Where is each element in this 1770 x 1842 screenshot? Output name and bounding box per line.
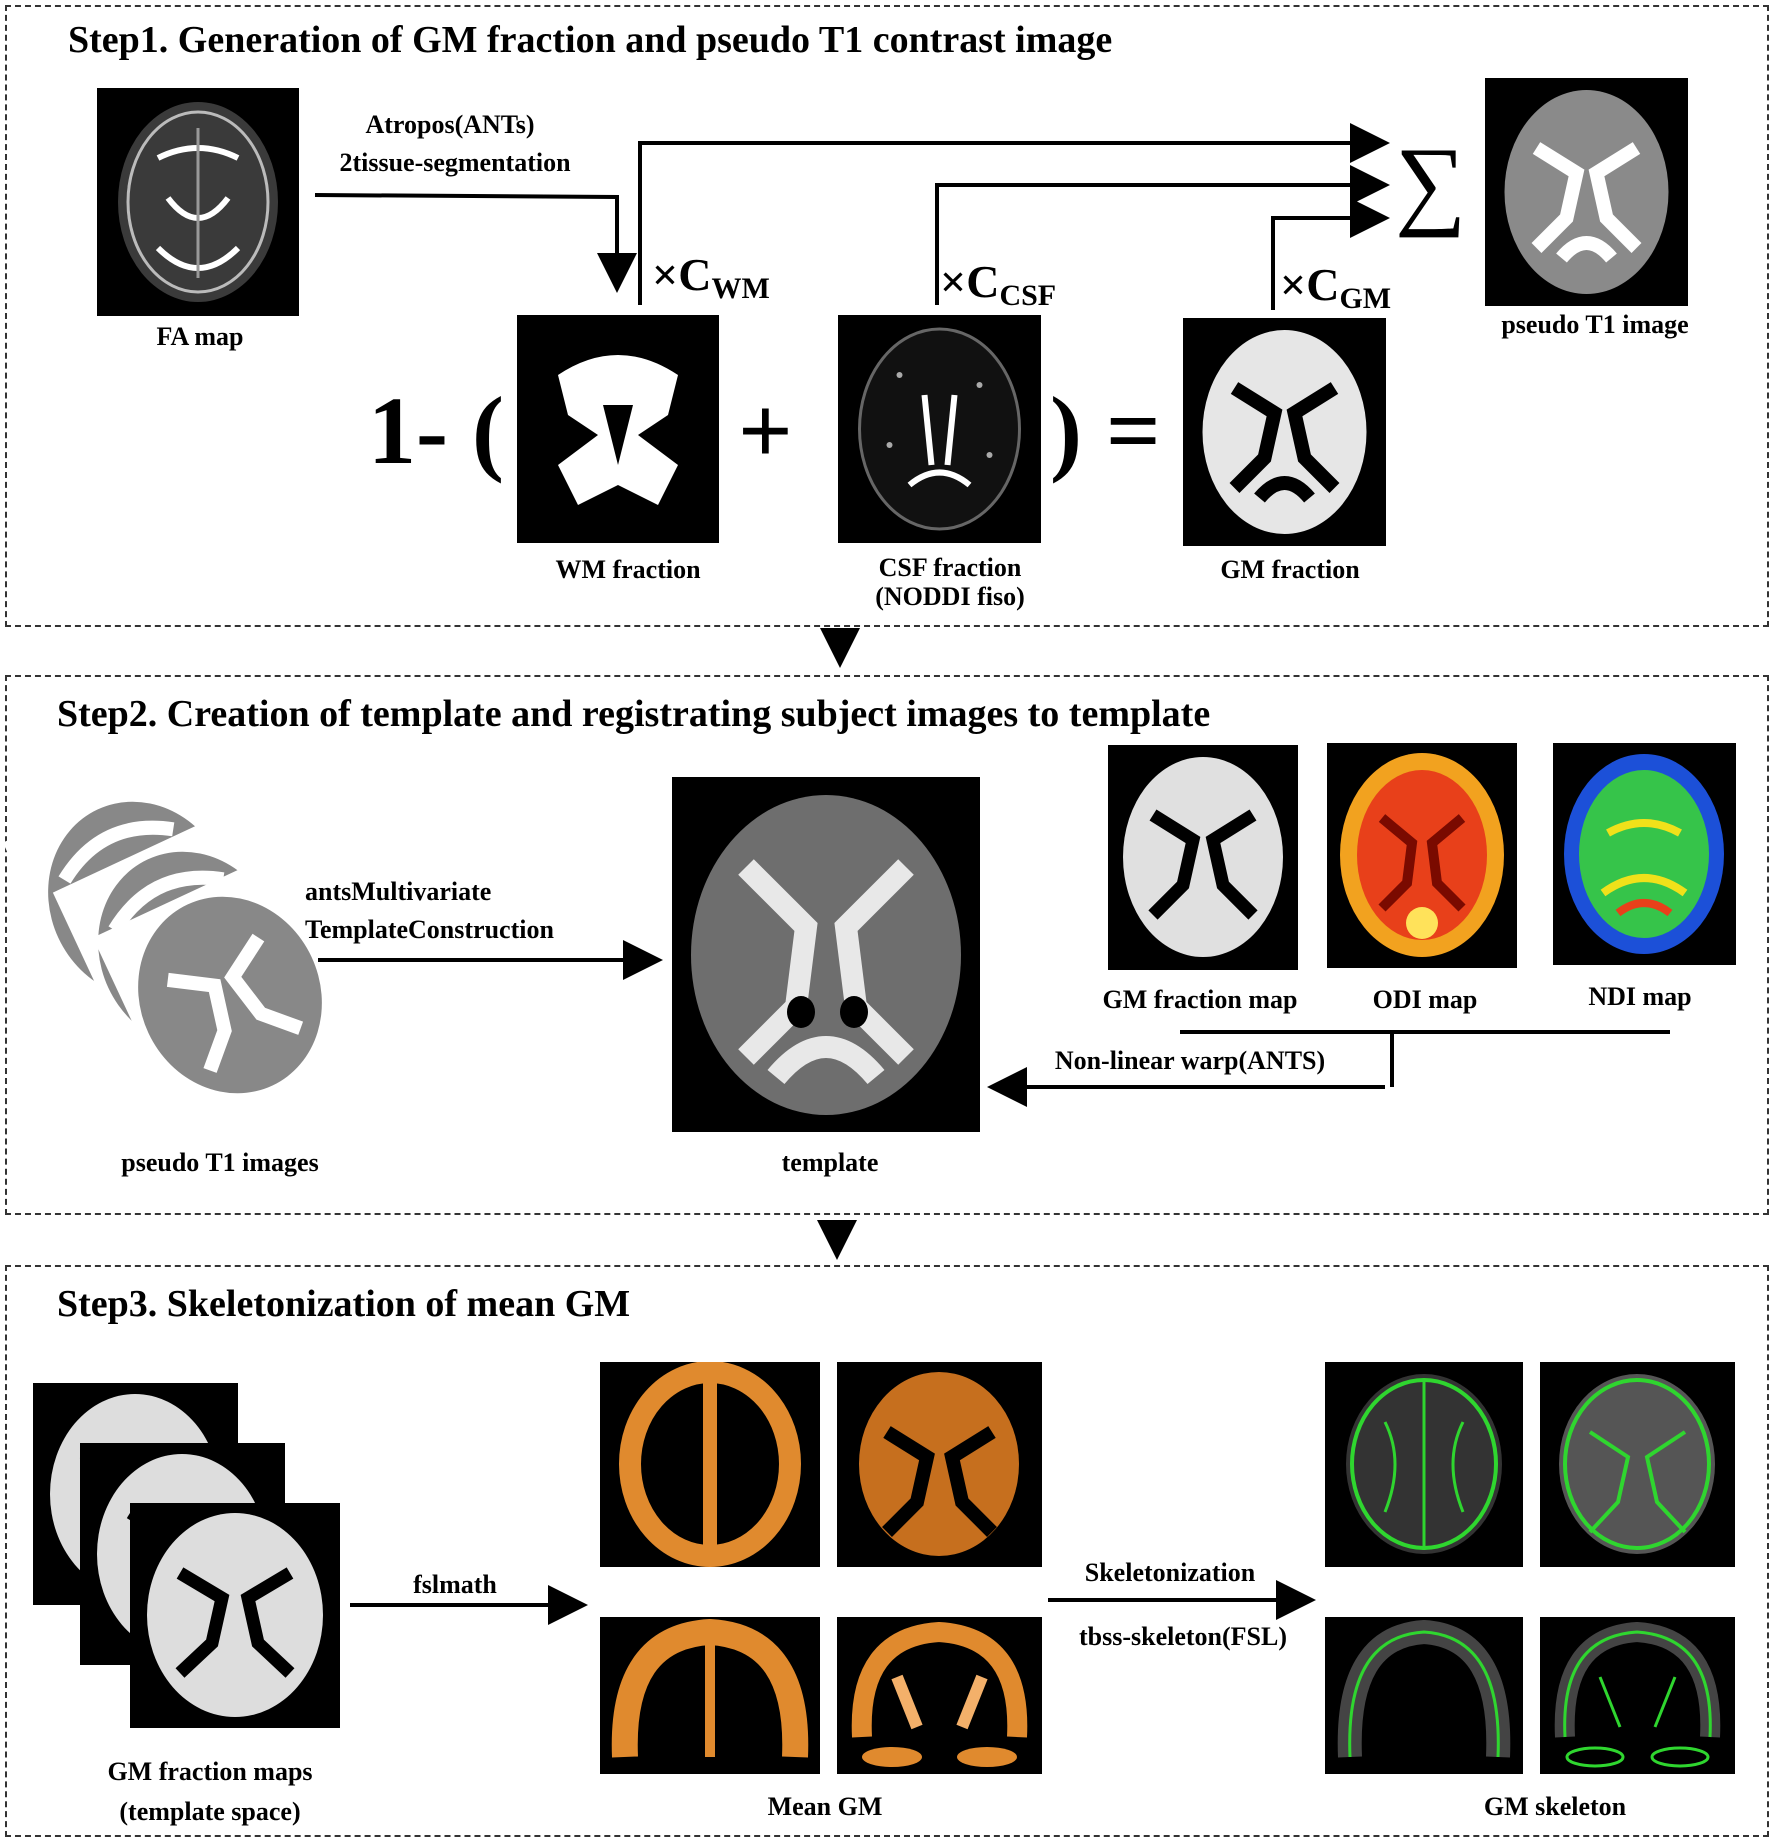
c-gm-coefficient: ×CGM (1280, 258, 1391, 316)
mean-gm-coronal-1 (600, 1617, 820, 1774)
c-letter: C (1306, 259, 1340, 310)
step2-title: Step2. Creation of template and registra… (57, 693, 1211, 735)
c-letter: C (678, 249, 712, 300)
skeletonization-label: Skeletonization (1084, 1558, 1256, 1587)
mean-gm-label: Mean GM (767, 1792, 883, 1821)
pseudo-t1-stack-front (92, 853, 368, 1137)
one-minus-paren: 1- ( (368, 377, 504, 484)
gm-skeleton-axial-1 (1325, 1362, 1523, 1567)
wm-fraction-label: WM fraction (555, 555, 701, 584)
times-symbol: × (652, 249, 679, 300)
ants-label-2: TemplateConstruction (305, 915, 554, 944)
mean-gm-coronal-2 (837, 1617, 1042, 1774)
ants-label-1: antsMultivariate (305, 877, 492, 906)
close-paren-equals: ) = (1050, 377, 1161, 484)
gm-fraction-map-label: GM fraction map (1102, 985, 1298, 1014)
wm-fraction-image (517, 315, 719, 543)
fa-map-label: FA map (156, 322, 244, 351)
step3-panel (5, 1265, 1769, 1837)
csf-subscript: CSF (999, 279, 1057, 312)
c-wm-coefficient: ×CWM (652, 248, 770, 306)
gm-fraction-label: GM fraction (1220, 555, 1360, 584)
mean-gm-axial-2 (837, 1362, 1042, 1567)
wm-subscript: WM (711, 272, 770, 305)
gm-skeleton-coronal-2 (1540, 1617, 1735, 1774)
ndi-map-image (1553, 743, 1736, 965)
tbss-skeleton-label: tbss-skeleton(FSL) (1078, 1622, 1287, 1651)
csf-fraction-label-2: (NODDI fiso) (875, 582, 1025, 611)
gm-subscript: GM (1339, 282, 1392, 315)
odi-map-image (1327, 743, 1517, 968)
fslmath-label: fslmath (413, 1570, 497, 1599)
sigma-symbol: ∑ (1395, 127, 1467, 238)
pseudo-t1-images-label: pseudo T1 images (121, 1148, 319, 1177)
step3-title: Step3. Skeletonization of mean GM (57, 1283, 631, 1325)
times-symbol: × (940, 256, 967, 307)
gm-skeleton-coronal-1 (1325, 1617, 1523, 1774)
gm-maps-label-2: (template space) (119, 1797, 301, 1826)
csf-fraction-label-1: CSF fraction (878, 553, 1022, 582)
odi-map-label: ODI map (1372, 985, 1478, 1014)
ndi-map-label: NDI map (1588, 982, 1692, 1011)
times-symbol: × (1280, 259, 1307, 310)
gm-skeleton-label: GM skeleton (1483, 1792, 1627, 1821)
step2-panel (5, 675, 1769, 1215)
step1-title: Step1. Generation of GM fraction and pse… (68, 19, 1113, 61)
step1-panel (5, 5, 1769, 627)
c-csf-coefficient: ×CCSF (940, 255, 1056, 313)
mean-gm-axial-1 (600, 1362, 820, 1567)
gm-map-stack-front (130, 1503, 340, 1728)
gm-maps-label-1: GM fraction maps (107, 1757, 313, 1786)
template-image (672, 777, 980, 1132)
plus-sign: + (738, 377, 793, 484)
pseudo-t1-image (1485, 78, 1688, 306)
fa-map-image (97, 88, 299, 316)
atropos-label-1: Atropos(ANTs) (365, 110, 535, 139)
gm-fraction-image (1183, 318, 1386, 546)
gm-fraction-map-image (1108, 745, 1298, 970)
csf-fraction-image (838, 315, 1041, 543)
template-label: template (781, 1148, 879, 1177)
atropos-label-2: 2tissue-segmentation (339, 148, 571, 177)
warp-label: Non-linear warp(ANTS) (1054, 1046, 1326, 1075)
pseudo-t1-label: pseudo T1 image (1501, 310, 1689, 339)
c-letter: C (966, 256, 1000, 307)
gm-skeleton-axial-2 (1540, 1362, 1735, 1567)
